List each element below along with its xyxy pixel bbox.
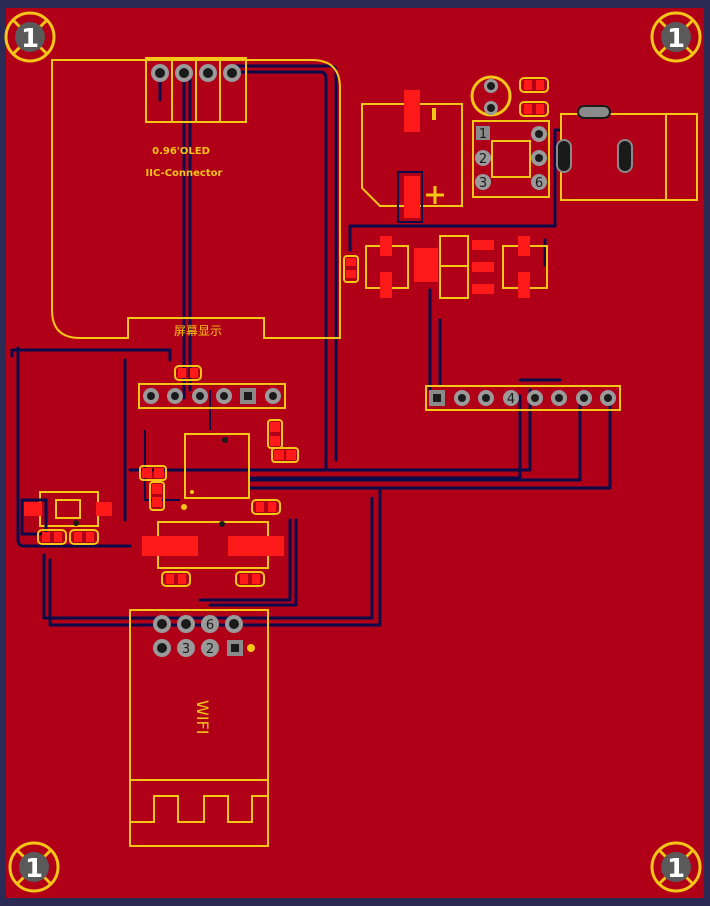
wifi-pin-label: 3 bbox=[182, 642, 190, 657]
header-pin-label: 1 bbox=[479, 127, 487, 142]
mcu-chip bbox=[139, 419, 299, 515]
oled-subtitle: IIC-Connector bbox=[146, 168, 223, 179]
mount-hole-top-right: 1 bbox=[650, 11, 702, 63]
switch-header: 1 2 3 6 bbox=[472, 120, 550, 198]
header-pin-label: 2 bbox=[479, 152, 487, 167]
header-pin-label: 3 bbox=[479, 176, 487, 191]
wifi-label: WIFI bbox=[193, 700, 212, 734]
header-pin-label: 4 bbox=[507, 392, 515, 407]
capacitor-footprint bbox=[361, 90, 463, 223]
mount-hole-label: 1 bbox=[667, 24, 685, 54]
oled-title: 0.96'OLED bbox=[152, 146, 210, 157]
oled-footprint: 0.96'OLED IIC-Connector 屏幕显示 bbox=[51, 57, 341, 339]
oled-caption: 屏幕显示 bbox=[174, 324, 222, 338]
wifi-pin-label: 6 bbox=[206, 618, 214, 633]
crystal-oscillator bbox=[142, 521, 284, 587]
power-jack bbox=[556, 105, 698, 201]
round-component bbox=[470, 75, 512, 117]
left-pin-header bbox=[138, 365, 286, 409]
mount-hole-label: 1 bbox=[25, 854, 43, 884]
wifi-module: 6 3 2 WIFI bbox=[129, 609, 269, 847]
mount-hole-label: 1 bbox=[667, 854, 685, 884]
mount-hole-bottom-left: 1 bbox=[8, 841, 60, 893]
mount-hole-top-left: 1 bbox=[4, 11, 56, 63]
header-pin-label: 6 bbox=[535, 176, 543, 191]
mount-hole-bottom-right: 1 bbox=[650, 841, 702, 893]
wifi-pin-label: 2 bbox=[206, 642, 214, 657]
reset-button bbox=[20, 491, 112, 545]
regulator-section bbox=[343, 235, 548, 299]
smd-resistors-top bbox=[519, 77, 549, 117]
right-pin-header: 4 bbox=[425, 385, 621, 411]
mount-hole-label: 1 bbox=[21, 24, 39, 54]
copper-pour bbox=[6, 8, 704, 898]
